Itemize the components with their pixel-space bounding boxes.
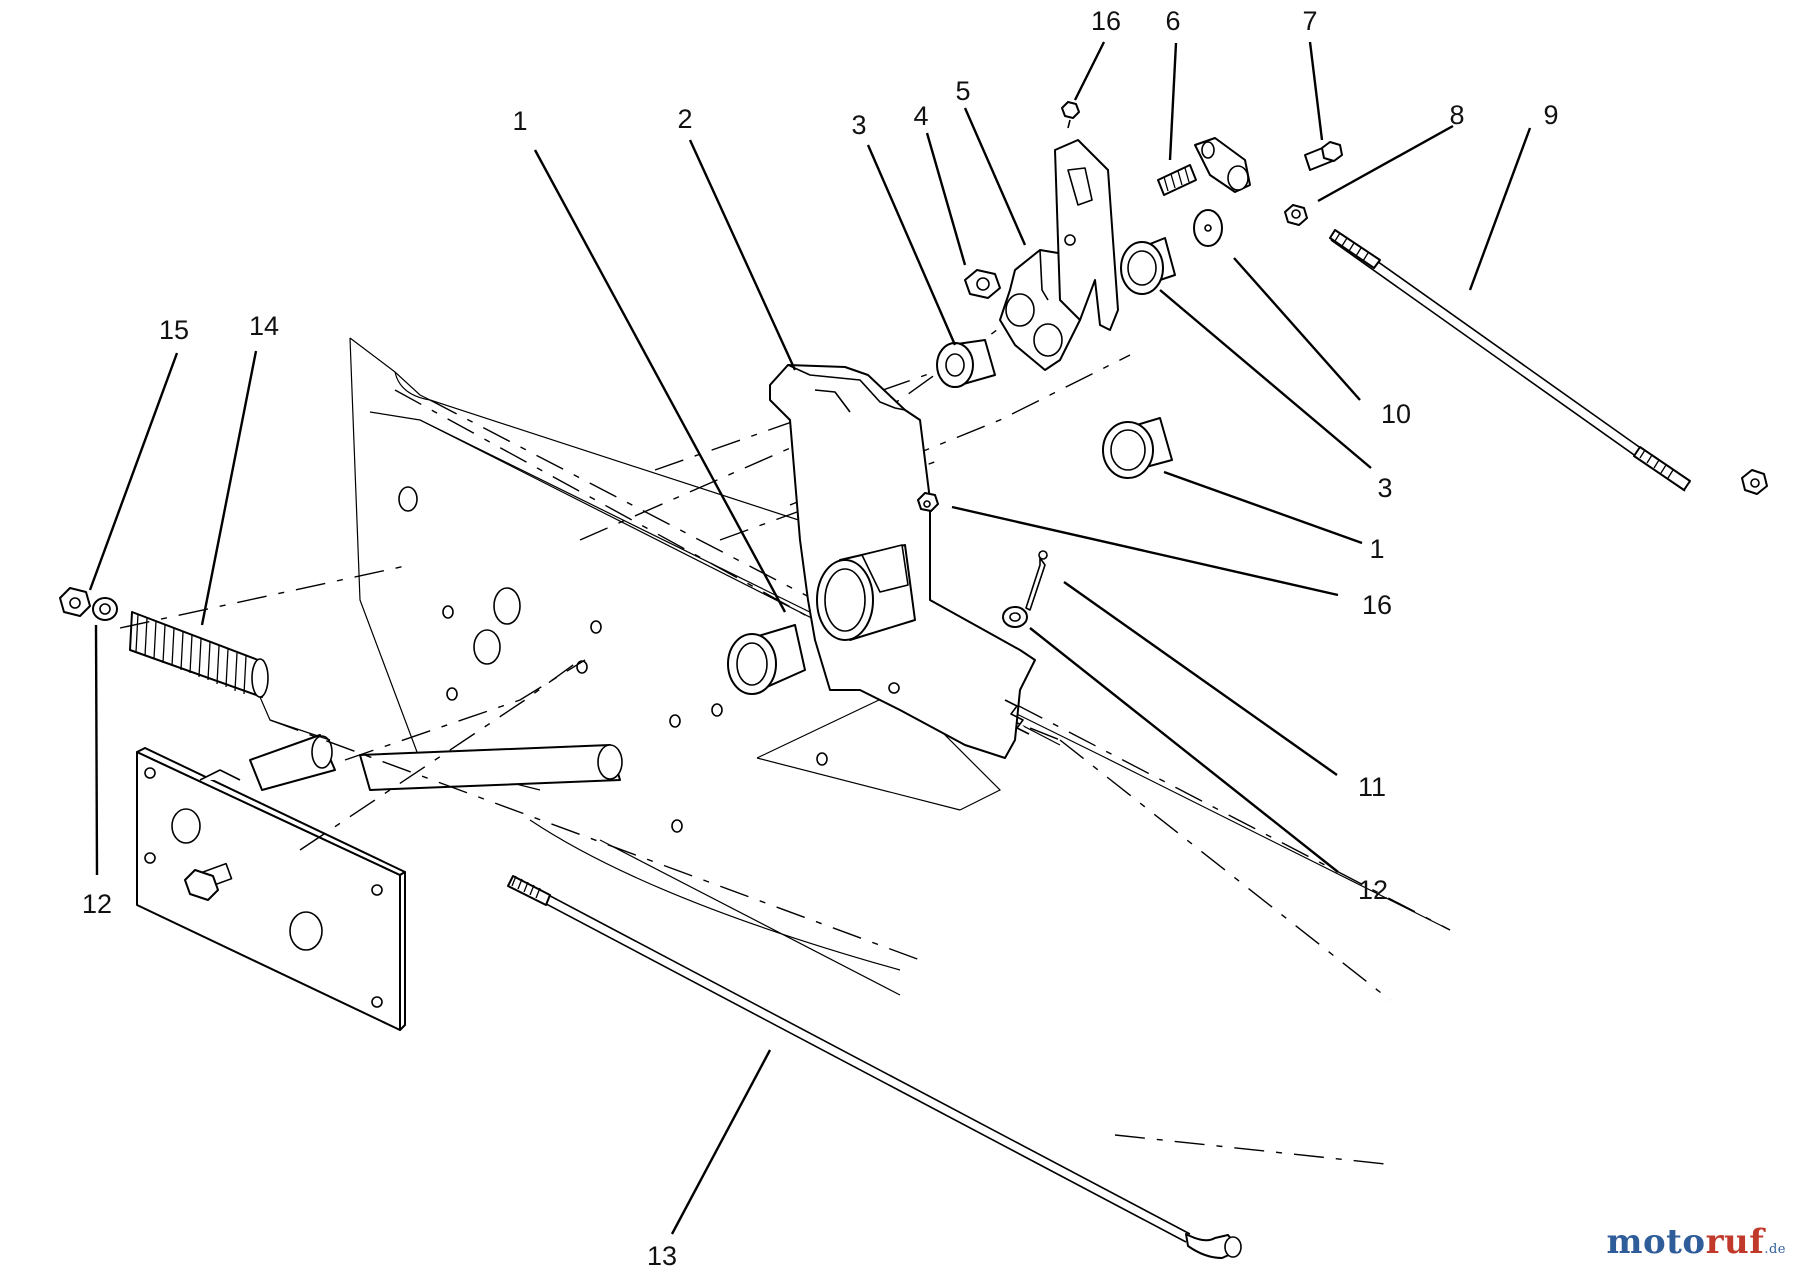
frame-hole bbox=[711, 703, 723, 717]
callout-label: 8 bbox=[1449, 100, 1464, 130]
bushing-small bbox=[936, 339, 996, 388]
frame-hole bbox=[671, 819, 683, 833]
lever-sleeve bbox=[816, 544, 916, 641]
callout-label: 1 bbox=[512, 106, 527, 136]
cotter-pin bbox=[1025, 550, 1048, 611]
callout-label: 13 bbox=[647, 1241, 677, 1271]
callout-label: 5 bbox=[955, 76, 970, 106]
callout-label: 9 bbox=[1543, 100, 1558, 130]
washer-right bbox=[1002, 606, 1028, 628]
hex-nut-left bbox=[59, 587, 91, 617]
bushing-upper bbox=[1120, 237, 1176, 295]
threaded-rod bbox=[1329, 229, 1768, 495]
frame-hole bbox=[576, 660, 588, 674]
spring bbox=[129, 611, 331, 741]
watermark-part1: moto bbox=[1606, 1222, 1706, 1262]
small-spring bbox=[1157, 164, 1197, 196]
watermark-part3: .de bbox=[1764, 1242, 1786, 1257]
frame-hole bbox=[669, 714, 681, 728]
washer-large bbox=[1193, 209, 1223, 247]
frame-hole bbox=[816, 752, 828, 766]
washer-left bbox=[92, 597, 118, 621]
frame-hole bbox=[590, 620, 602, 634]
callout-label: 12 bbox=[1358, 875, 1388, 905]
pivot-shaft bbox=[249, 734, 623, 791]
grease-fitting-mid bbox=[917, 492, 939, 512]
callout-label: 7 bbox=[1302, 6, 1317, 36]
grease-fitting-top bbox=[1061, 101, 1080, 129]
callout-label: 4 bbox=[913, 101, 928, 131]
hex-nut-8 bbox=[1284, 204, 1308, 226]
callout-label: 11 bbox=[1358, 772, 1386, 802]
callout-label: 1 bbox=[1369, 534, 1384, 564]
callout-label: 16 bbox=[1362, 590, 1392, 620]
leader-lines bbox=[88, 41, 1532, 1235]
callout-label: 10 bbox=[1381, 399, 1411, 429]
slotted-plate bbox=[1054, 139, 1119, 331]
frame-hole bbox=[493, 587, 521, 625]
callout-label: 2 bbox=[677, 104, 692, 134]
callout-label: 12 bbox=[82, 889, 112, 919]
callout-label: 3 bbox=[851, 110, 866, 140]
watermark-part2: ruf bbox=[1705, 1222, 1765, 1262]
callout-labels: 1 2 3 4 5 16 6 7 8 9 10 3 1 16 11 12 15 … bbox=[82, 6, 1559, 1271]
frame-hole bbox=[473, 629, 501, 665]
callout-label: 15 bbox=[159, 315, 189, 345]
flange-bushing bbox=[727, 624, 806, 695]
callout-label: 6 bbox=[1165, 6, 1180, 36]
mounting-plate bbox=[136, 747, 406, 1031]
callout-label: 16 bbox=[1091, 6, 1121, 36]
hex-bolt-7 bbox=[1304, 141, 1343, 171]
hex-nut-4 bbox=[964, 269, 1001, 299]
frame-hole bbox=[442, 605, 454, 619]
frame-hole bbox=[398, 486, 418, 512]
site-watermark: motoruf.de bbox=[1607, 1222, 1786, 1262]
callout-label: 3 bbox=[1377, 473, 1392, 503]
frame-hole bbox=[446, 687, 458, 701]
flange-bushing-right bbox=[1102, 417, 1173, 479]
swivel-block bbox=[1194, 137, 1251, 193]
control-rod bbox=[507, 875, 1242, 1259]
callout-label: 14 bbox=[249, 311, 279, 341]
plate-bolt bbox=[184, 862, 233, 901]
